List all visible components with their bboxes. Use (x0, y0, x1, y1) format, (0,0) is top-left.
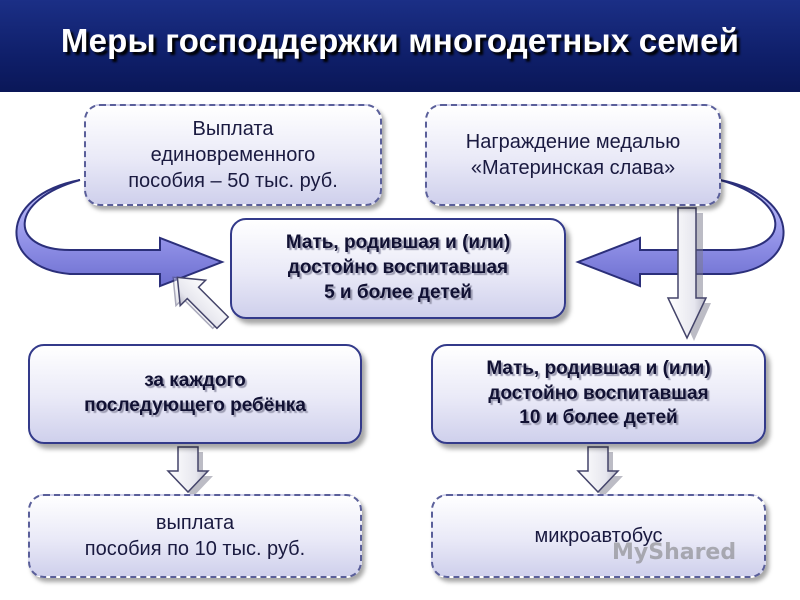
mother-5-children-box: Мать, родившая и (или) достойно воспитав… (230, 218, 566, 319)
each-next-child-box: за каждого последующего ребёнка (28, 344, 362, 444)
myshared-logo-icon: MyShared (612, 540, 762, 576)
box-line: «Материнская слава» (470, 157, 676, 179)
box-line: 10 и более детей (519, 407, 678, 429)
box-line: последующего ребёнка (84, 395, 306, 416)
box-line: Мать, родившая и (или) (486, 357, 711, 379)
lump-sum-payment-box: Выплата единовременного пособия – 50 тыс… (84, 104, 382, 206)
box-line: 5 и более детей (324, 281, 472, 303)
box-line: Мать, родившая и (или) (285, 232, 511, 254)
curved-arrow-right (575, 179, 785, 288)
box-line: пособия – 50 тыс. руб. (128, 170, 338, 192)
payment-10k-box: выплата пособия по 10 тыс. руб. (28, 494, 362, 578)
curved-arrow-left (15, 179, 225, 288)
medal-award-box: Награждение медалью «Материнская слава» (425, 104, 721, 206)
mother-10-children-box: Мать, родившая и (или) достойно воспитав… (431, 344, 766, 444)
box-line: выплата (155, 512, 235, 534)
box-line: Награждение медалью (465, 131, 681, 153)
title-banner: Меры господдержки многодетных семей (0, 0, 800, 92)
box-line: достойно воспитавшая (488, 382, 709, 404)
box-line: пособия по 10 тыс. руб. (84, 538, 306, 560)
box-line: микроавтобус (534, 525, 663, 547)
minibus-box: микроавтобус (431, 494, 766, 578)
box-line: за каждого (144, 370, 246, 392)
box-line: единовременного (150, 144, 316, 166)
vertical-arrow-right-tall (666, 207, 711, 341)
box-line: Выплата (192, 118, 274, 140)
down-arrow-right (576, 446, 623, 497)
diagonal-arrow-down-left (172, 276, 230, 330)
down-arrow-left (166, 446, 213, 497)
page-title: Меры господдержки многодетных семей (60, 22, 740, 59)
box-line: достойно воспитавшая (287, 257, 509, 279)
watermark-text: MyShared (612, 540, 737, 565)
